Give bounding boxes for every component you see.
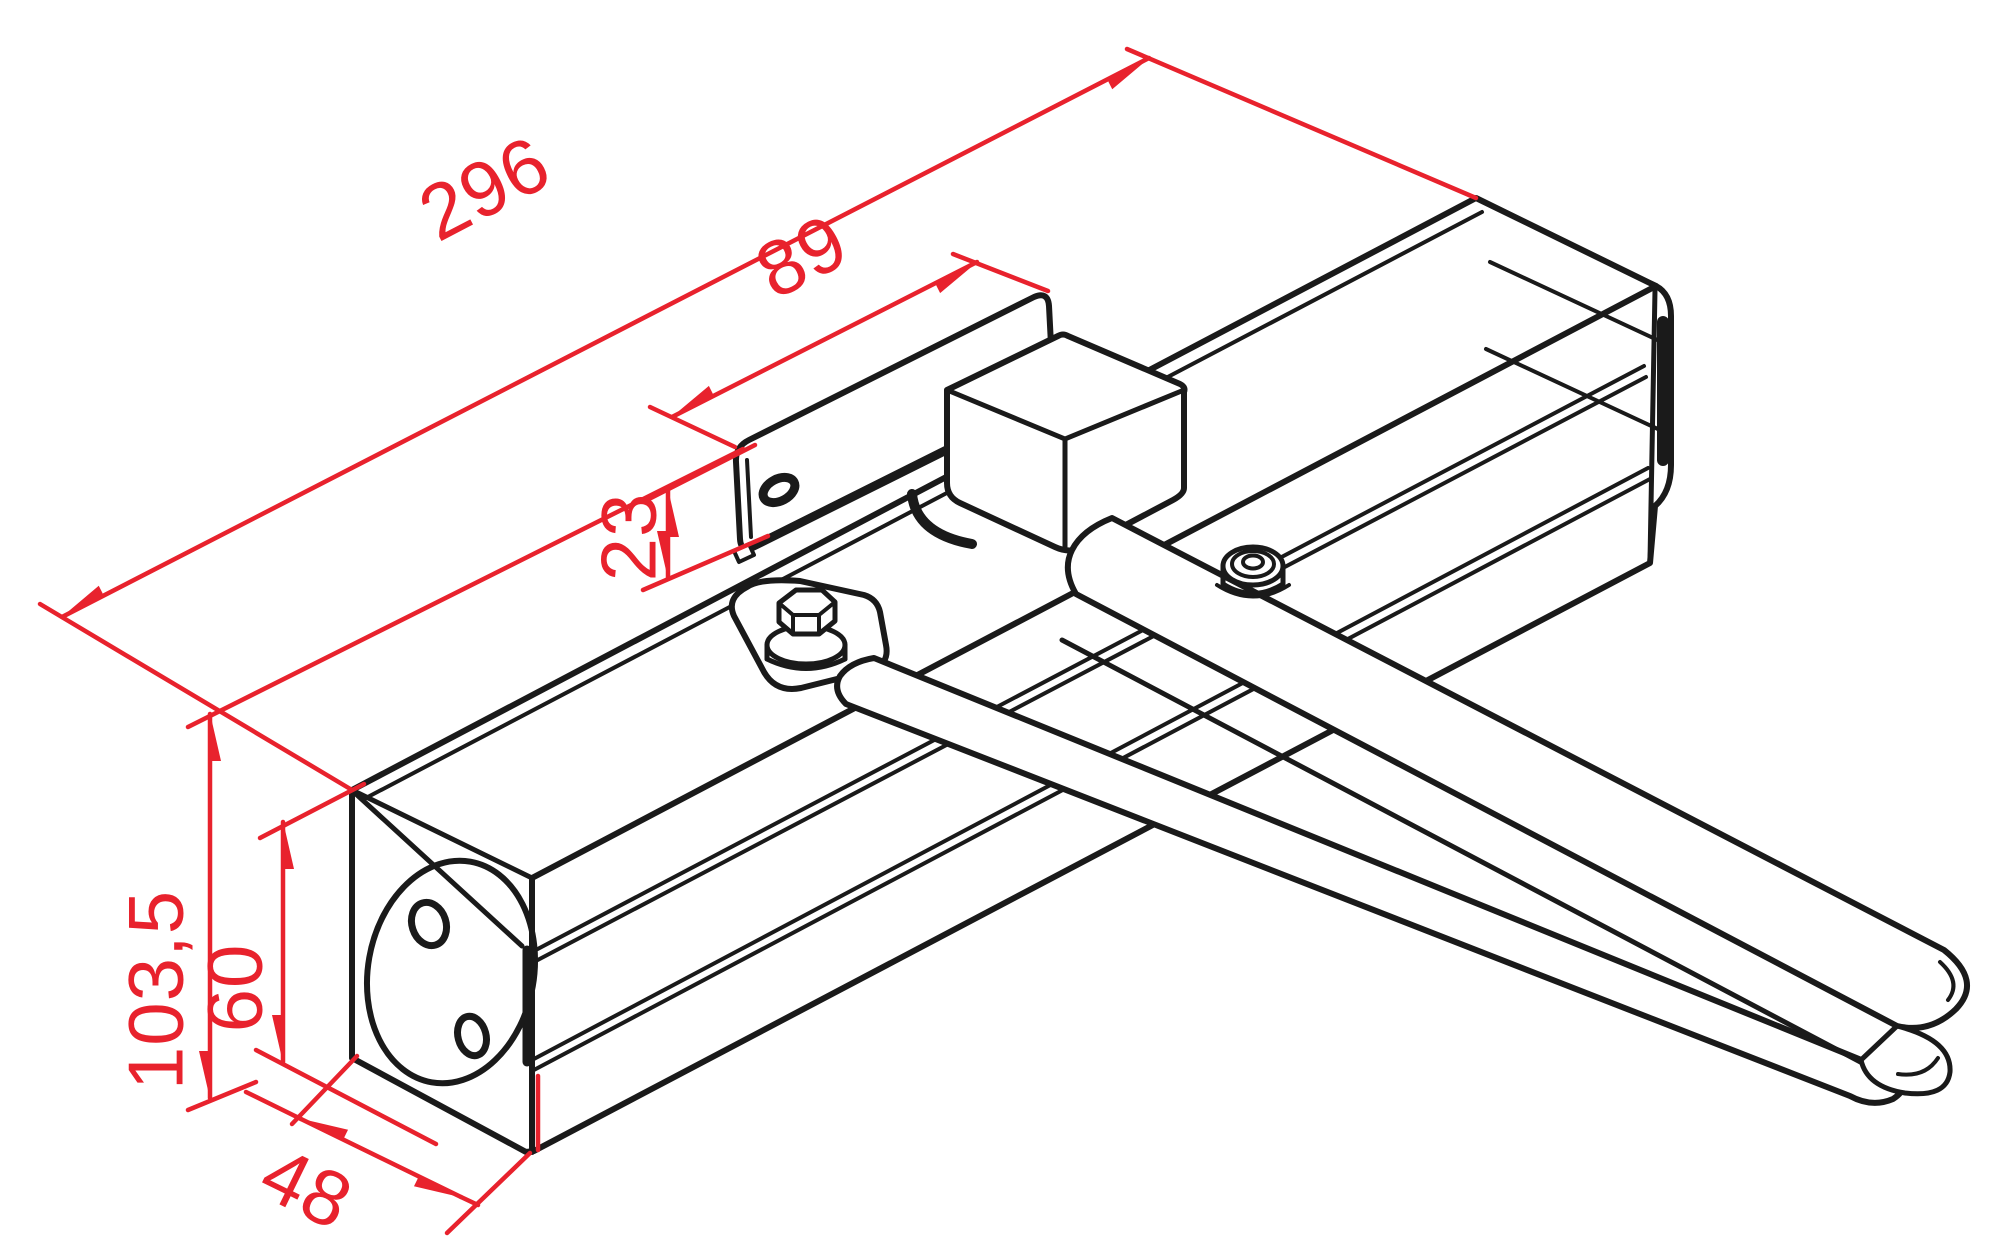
bolt-head-inner — [1241, 553, 1265, 571]
ext-line — [37, 601, 355, 793]
cap-oval-face — [363, 857, 539, 1087]
slider-foot-shape — [1858, 1023, 1953, 1097]
dimension-line-89 — [669, 259, 980, 420]
bolt-head-mid — [1230, 549, 1276, 579]
cap-screw-hole-lower — [454, 1012, 490, 1060]
dimension-label-overall-length: 296 — [405, 118, 564, 258]
body-silhouette — [349, 195, 1674, 1155]
closer-body — [349, 195, 1674, 1155]
end-face-groove-2 — [1484, 347, 1662, 432]
slider-foot — [1858, 1023, 1953, 1097]
end-face-groove-1 — [1488, 260, 1666, 345]
dimension-line-48 — [298, 1116, 464, 1200]
end-cap — [353, 791, 539, 1087]
body-groove-1b — [530, 375, 1648, 965]
arm-bolt — [1215, 544, 1291, 599]
dimension-label-body-depth: 48 — [248, 1129, 366, 1247]
ext-tick — [185, 1079, 259, 1113]
cap-chamfer-edge — [353, 791, 525, 949]
body-top-left-edge — [349, 787, 535, 881]
ext-line — [950, 251, 1051, 294]
bolt-washer-arc — [1215, 583, 1291, 599]
dimension-label-overall-height: 103,5 — [112, 890, 200, 1090]
ext-line — [185, 446, 746, 730]
body-groove-1a — [530, 364, 1646, 954]
dimension-overall-height: 103,5 — [112, 446, 746, 1113]
main-arm-flange-edge — [1059, 637, 1871, 1069]
bolt-bottom-arc — [1220, 581, 1286, 596]
dimension-tail — [243, 1089, 304, 1122]
slider-foot-inner-arc — [1896, 1056, 1940, 1077]
washer-bottom-arc — [764, 656, 848, 671]
ext-line — [444, 1150, 533, 1236]
dimension-plate-height: 23 — [585, 442, 771, 593]
hex-nut — [776, 587, 838, 637]
ext-line — [1124, 46, 1479, 201]
washer — [764, 623, 848, 671]
ext-line — [647, 404, 738, 450]
dimension-line-296 — [59, 55, 1152, 620]
ext-line — [640, 533, 771, 593]
dimension-label-body-height: 60 — [191, 944, 279, 1033]
ext-line — [257, 781, 367, 841]
ext-line — [289, 1053, 360, 1127]
cap-screw-hole-upper — [407, 898, 451, 950]
dimension-tail — [458, 1194, 481, 1208]
main-arm-end-arc — [1938, 960, 1956, 1002]
